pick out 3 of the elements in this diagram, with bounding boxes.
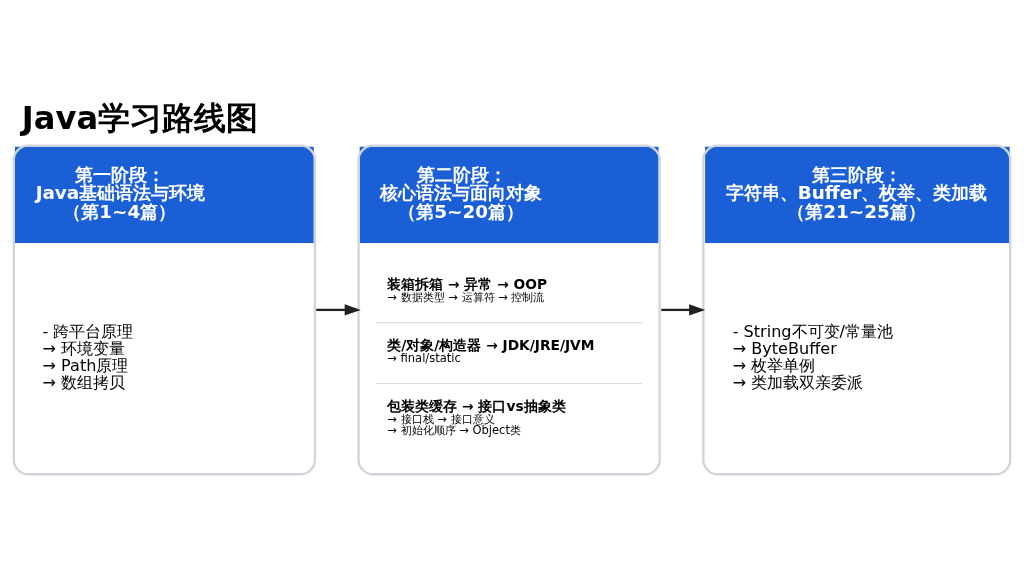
arrow <box>316 304 361 316</box>
diagram-title: Java学习路线图 <box>21 98 259 137</box>
arrow <box>661 304 706 316</box>
